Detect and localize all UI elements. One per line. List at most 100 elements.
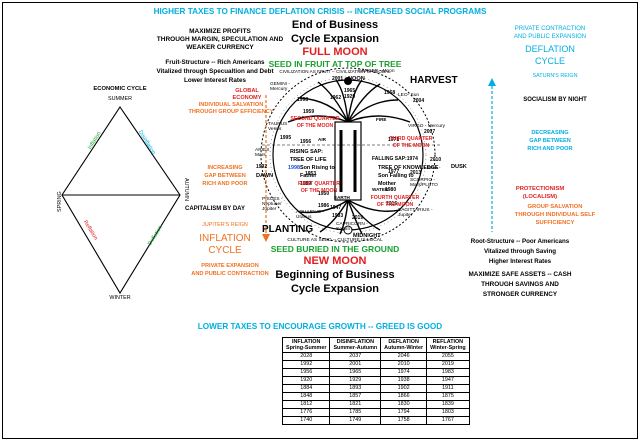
root-structure-line2: Vitalized through Saving xyxy=(483,248,557,255)
table-cell: 1866 xyxy=(380,392,428,401)
rising-sap-line1: RISING SAP: xyxy=(290,149,323,155)
table-cell: 1893 xyxy=(329,384,382,393)
table-cell: 2028 xyxy=(281,352,331,361)
sign-libra: LIBRA - xyxy=(424,166,441,171)
maximize-safe-line3: STRONGER CURRENCY xyxy=(482,291,558,298)
deflation-cycle-line2: CYCLE xyxy=(534,56,565,66)
protectionism-line2: (LOCALISM) xyxy=(522,194,558,200)
moon-new-icon xyxy=(343,225,353,235)
year-1995: 1995 xyxy=(280,135,292,141)
sign-pisces: PISCES - Neptune/ Jupiter xyxy=(262,197,283,213)
year-2013: 2013 xyxy=(410,170,422,176)
season-winter: WINTER xyxy=(109,295,131,301)
second-quarter-line1: SECOND QUARTER xyxy=(290,116,340,122)
year-1929: 1929 xyxy=(344,94,356,100)
midnight-label: MIDNIGHT xyxy=(353,233,381,239)
table-cell: 1740 xyxy=(281,416,331,425)
table-cell: 2019 xyxy=(426,360,470,369)
full-moon-label: FULL MOON xyxy=(302,46,368,58)
year-1947: 1947 xyxy=(330,205,342,211)
economic-cycle-diamond xyxy=(61,106,181,295)
year-1971: 1971 xyxy=(388,137,400,143)
table-cell: 2046 xyxy=(380,352,428,361)
root-structure-line1: Root-Structure -- Poor Americans xyxy=(470,238,570,245)
decreasing-gap-line1: DECREASING xyxy=(531,130,569,136)
year-1962: 1962 xyxy=(330,95,342,101)
individual-salvation-line1: INDIVIDUAL SALVATION xyxy=(198,102,264,108)
beginning-business-line1: Beginning of Business xyxy=(275,269,395,281)
fourth-quarter-line2: OF THE MOON xyxy=(376,202,414,208)
rising-sap-line2: TREE OF LIFE xyxy=(290,157,327,163)
maximize-safe-line1: MAXIMIZE SAFE ASSETS -- CASH xyxy=(468,271,572,278)
table-cell: 1965 xyxy=(329,368,382,377)
maximize-profits-line2: THROUGH MARGIN, SPECULATION AND xyxy=(156,36,284,43)
global-economy-line2: ECONOMY xyxy=(232,95,262,101)
culture-seed-label: CULTURE AS SEED -- CULTURE IS LOCAL xyxy=(287,238,383,243)
seed-fruit-label: SEED IN FRUIT AT TOP OF TREE xyxy=(268,59,402,69)
dusk-label: DUSK xyxy=(451,164,467,170)
table-cell: 2001 xyxy=(329,360,382,369)
capitalism-by-day: CAPITALISM BY DAY xyxy=(185,206,245,212)
table-cell: 1947 xyxy=(426,376,470,385)
fruit-structure-line3: Lower Interest Rates xyxy=(184,77,246,84)
deflation-cycle-line1: DEFLATION xyxy=(525,44,575,54)
maximize-profits-line1: MAXIMIZE PROFITS xyxy=(189,28,251,35)
tree-knowledge-line2: Son Falling to xyxy=(378,173,414,179)
dawn-label: DAWN xyxy=(256,173,274,179)
zodiac-wheel xyxy=(260,67,436,243)
table-cell: 1938 xyxy=(380,376,428,385)
year-2007: 2007 xyxy=(424,129,436,135)
tree-roots xyxy=(299,199,401,235)
civilization-fruit-label: CIVILIZATION AS FRUIT -- CIVILIZATION IS… xyxy=(279,69,391,74)
table-cell: 1902 xyxy=(380,384,428,393)
season-spring: SPRING xyxy=(57,191,63,212)
first-quarter-line1: FIRST QUARTER xyxy=(297,181,341,187)
private-contraction-line2: AND PUBLIC EXPANSION xyxy=(513,34,587,40)
sign-sagittarius: SAGITTARIUS - Jupiter xyxy=(398,208,433,219)
table-cell: 1857 xyxy=(329,392,382,401)
moon-full-icon xyxy=(344,77,352,85)
year-1989: 1989 xyxy=(300,181,312,187)
noon-label: NOON xyxy=(348,76,365,82)
third-quarter-line2: OF THE MOON xyxy=(392,143,430,149)
jupiters-reign: JUPITER'S REIGN xyxy=(202,222,248,228)
table-cell: 2037 xyxy=(329,352,382,361)
table-cell: 1767 xyxy=(426,416,470,425)
private-contraction-line1: PRIVATE CONTRACTION xyxy=(514,26,586,32)
table-cell: 1848 xyxy=(281,392,331,401)
element-fire: FIRE xyxy=(376,117,387,122)
global-economy-line1: GLOBAL xyxy=(235,88,259,94)
year-1977: 1977 xyxy=(388,169,400,175)
year-1980: 1980 xyxy=(385,187,397,193)
year-1992: 1992 xyxy=(256,164,268,170)
table-cell: 1776 xyxy=(281,408,331,417)
footer-banner: LOWER TAXES TO ENCOURAGE GROWTH -- GREED… xyxy=(197,322,443,331)
sign-gemini: GEMINI - Mercury xyxy=(270,82,290,93)
year-2016: 2016 xyxy=(386,201,398,207)
table-cell: 1839 xyxy=(426,400,470,409)
beginning-business-line2: Cycle Expansion xyxy=(290,283,380,295)
table-cell: 1794 xyxy=(380,408,428,417)
year-1986: 1986 xyxy=(318,203,330,209)
table-cell: 1803 xyxy=(426,408,470,417)
planting-label: PLANTING xyxy=(262,224,314,235)
table-cell: 1974 xyxy=(380,368,428,377)
group-salvation-line1: GROUP SALVATION xyxy=(527,204,583,210)
year-2001: 2001 xyxy=(332,76,344,82)
table-cell: 1983 xyxy=(426,368,470,377)
decreasing-gap-line3: RICH AND POOR xyxy=(527,146,573,152)
table-cell: 2055 xyxy=(426,352,470,361)
tree-knowledge-line3: Mother xyxy=(378,181,396,187)
table-cell: 1911 xyxy=(426,384,470,393)
